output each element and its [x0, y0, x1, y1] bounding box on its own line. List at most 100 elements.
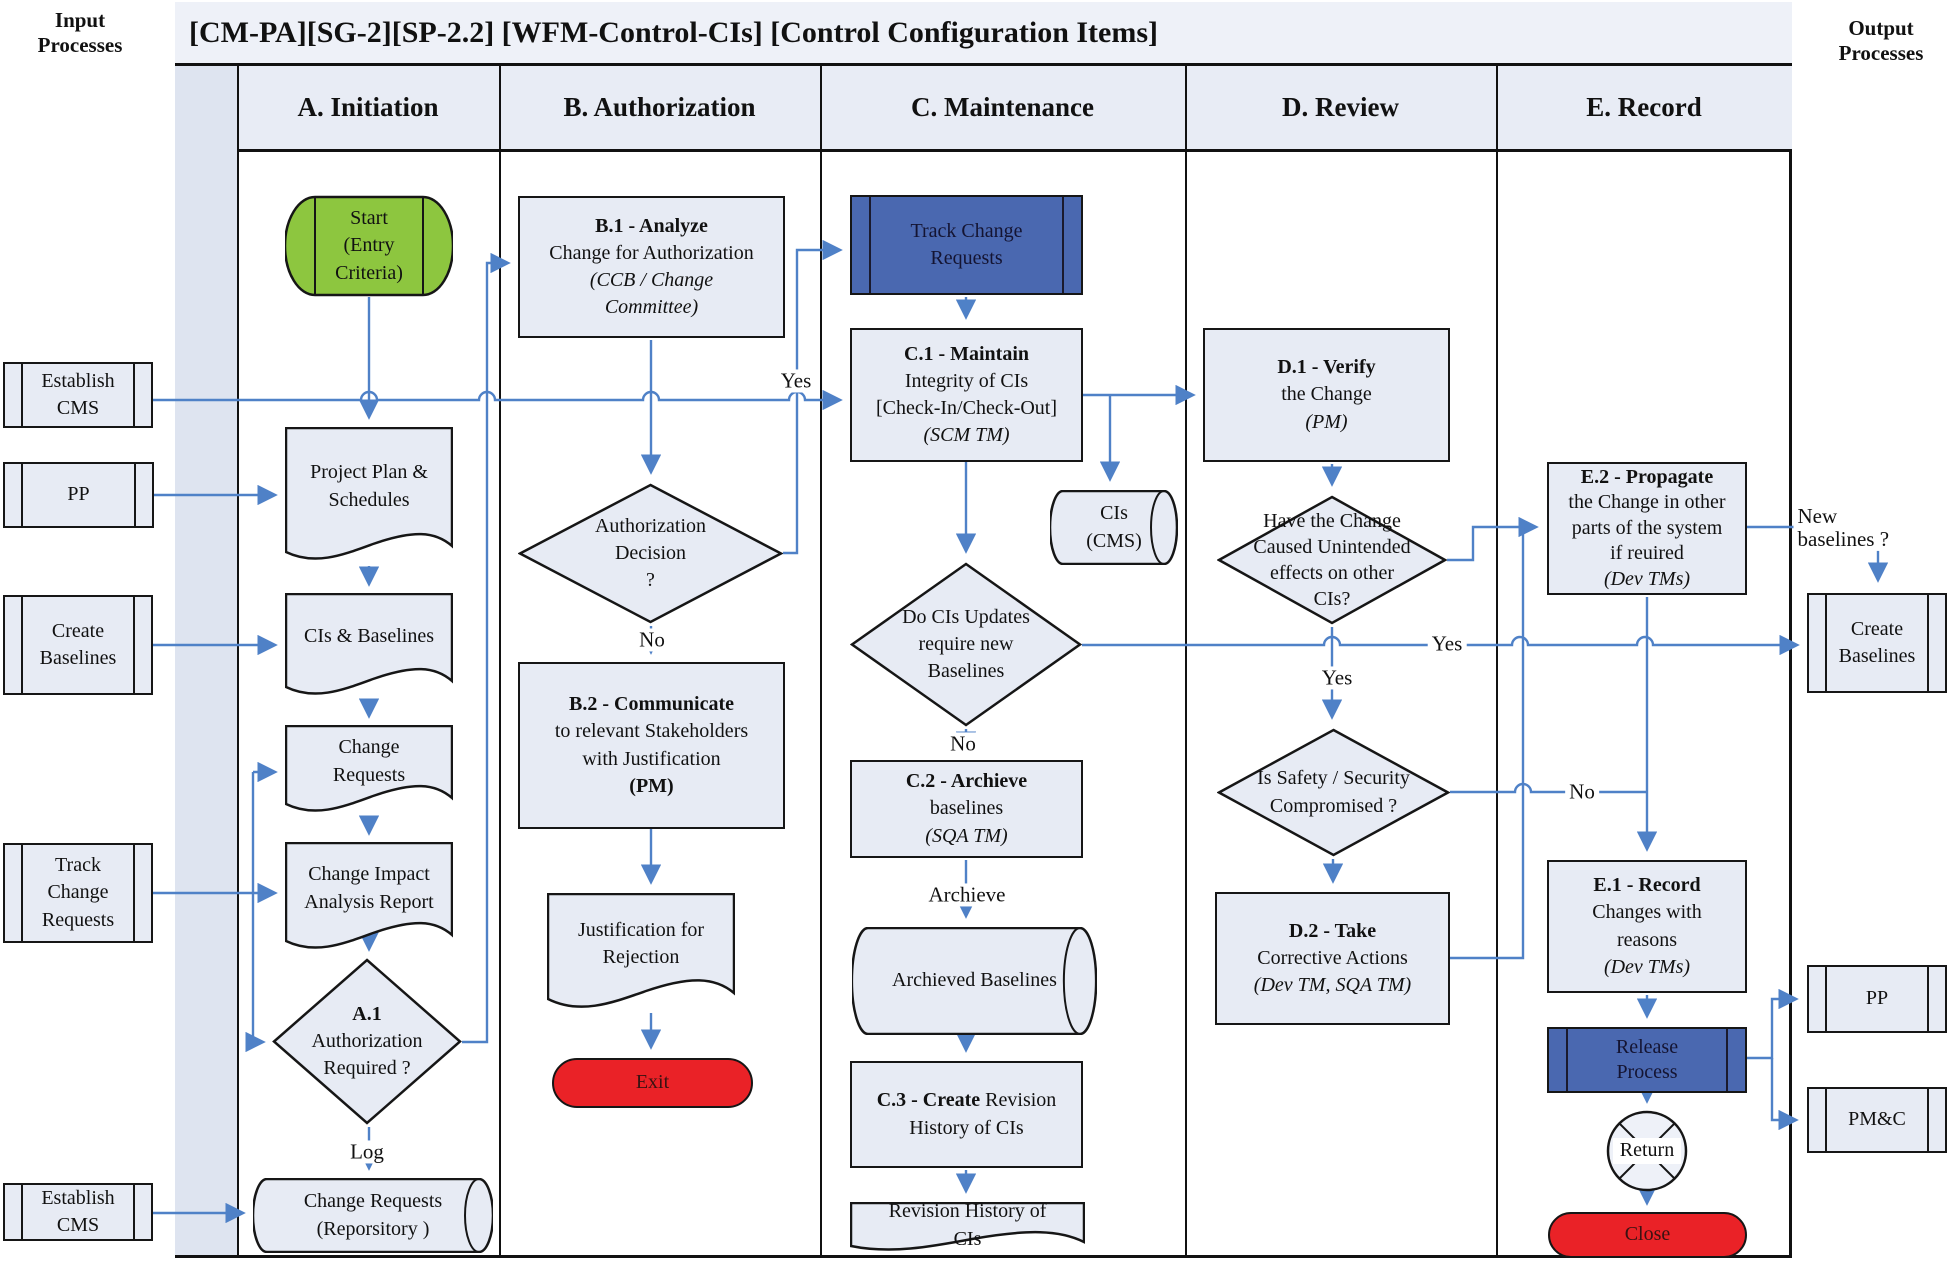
track-change-requests-subprocess: Track Change Requests — [850, 195, 1083, 295]
cis-cms-store: CIs (CMS) — [1050, 490, 1178, 565]
document-text: Change Impact — [308, 863, 430, 886]
document-shape — [285, 427, 453, 560]
start-text-wrap: Start (Entry Criteria) — [285, 195, 453, 297]
input-text: CMS — [56, 1214, 100, 1236]
decision-text-wrap: Is Safety / Security Compromised ? — [1217, 728, 1450, 857]
start-text: (Entry — [343, 234, 395, 257]
output-text: PM&C — [1848, 1108, 1906, 1131]
return-connector: Return — [1606, 1110, 1688, 1192]
document-text: Rejection — [602, 946, 680, 968]
release-process-subprocess: Release Process — [1547, 1027, 1747, 1093]
output-text: Create — [1850, 617, 1904, 640]
store-text: (Reporsitory ) — [316, 1217, 430, 1240]
b1-analyze-process: B.1 - Analyze Change for Authorization (… — [518, 196, 785, 338]
change-requests-document: Change Requests — [285, 725, 453, 814]
left-margin-column — [175, 66, 237, 1255]
e1-record-process: E.1 - Record Changes with reasons (Dev T… — [1547, 860, 1747, 993]
process-text: C.2 - Archieve — [905, 770, 1028, 793]
yes-label-authorization: Yes — [776, 369, 816, 393]
diamond-shape — [272, 958, 462, 1125]
process-text: E.1 - Record — [1593, 874, 1701, 897]
store-text: (CMS) — [1086, 529, 1142, 552]
return-circle-shape — [1606, 1110, 1688, 1192]
diamond-shape — [518, 483, 783, 624]
document-text: CIs & Baselines — [304, 625, 434, 648]
b2-communicate-process: B.2 - Communicate to relevant Stakeholde… — [518, 662, 785, 829]
input-establish-cms-2: Establish CMS — [3, 1183, 153, 1241]
have-change-caused-effects-decision: Have the Change Caused Unintended effect… — [1217, 495, 1447, 625]
process-text: D.1 - Verify — [1277, 356, 1376, 379]
terminator-text: Close — [1624, 1223, 1671, 1246]
process-text: History of CIs — [909, 1116, 1024, 1139]
lane-header-authorization: B. Authorization — [563, 92, 756, 122]
input-text: Change — [47, 881, 109, 904]
document-text: Change — [338, 736, 400, 759]
decision-text: Have the Change — [1263, 510, 1401, 532]
decision-text: effects on other — [1269, 562, 1395, 584]
log-label: Log — [346, 1140, 388, 1164]
document-shape — [285, 725, 453, 812]
process-text: Changes with — [1592, 901, 1702, 924]
output-text: Baselines — [1838, 645, 1916, 667]
c1-maintain-process: C.1 - Maintain Integrity of CIs [Check-I… — [850, 328, 1083, 462]
process-text: (Dev TMs) — [1603, 955, 1691, 978]
input-text: Baselines — [39, 647, 117, 669]
process-text: (SQA TM) — [925, 824, 1008, 847]
yes-label-new-baselines: Yes — [1427, 632, 1467, 656]
diamond-shape — [850, 562, 1082, 727]
lane-divider — [237, 66, 239, 1255]
change-impact-document: Change Impact Analysis Report — [285, 842, 453, 951]
process-text: Integrity of CIs — [904, 369, 1029, 392]
process-text: to relevant Stakeholders — [554, 720, 749, 743]
process-text-bold: C.3 - Create — [876, 1089, 981, 1112]
output-processes-line: Output — [1848, 16, 1914, 40]
input-text: Create — [51, 619, 105, 642]
yes-label-unintended-effects: Yes — [1317, 666, 1357, 690]
terminator-text: Exit — [635, 1071, 670, 1094]
justification-rejection-document: Justification for Rejection — [547, 893, 735, 1011]
output-text: PP — [1865, 987, 1889, 1010]
cylinder-shape — [852, 927, 1097, 1035]
decision-text: Do CIs Updates — [902, 605, 1030, 628]
close-terminator: Close — [1548, 1212, 1747, 1258]
c2-archive-process: C.2 - Archieve baselines (SQA TM) — [850, 760, 1083, 858]
lane-divider — [1496, 66, 1498, 1255]
process-text: (Dev TM, SQA TM) — [1253, 974, 1412, 997]
document-text-wrap: Change Impact Analysis Report — [285, 842, 453, 951]
input-text: PP — [67, 483, 90, 506]
store-text-wrap: Change Requests (Reporsitory ) — [253, 1178, 493, 1253]
document-text: Requests — [332, 763, 406, 786]
diamond-shape — [1217, 495, 1447, 625]
input-create-baselines: Create Baselines — [3, 595, 153, 695]
document-text: Project Plan & — [310, 461, 428, 484]
decision-text: Decision — [614, 541, 687, 564]
decision-text: CIs? — [1313, 588, 1351, 610]
start-shape — [285, 195, 453, 297]
store-text: Archieved Baselines — [892, 969, 1057, 992]
lane-divider — [499, 66, 501, 1255]
process-text: with Justification — [582, 747, 721, 770]
process-text: (PM) — [1305, 410, 1348, 433]
process-text-rest: Revision — [980, 1089, 1057, 1112]
output-pmc: PM&C — [1807, 1087, 1947, 1153]
return-text: Return — [1619, 1139, 1675, 1162]
input-text: Requests — [41, 908, 115, 931]
start-text: Criteria) — [335, 261, 403, 284]
input-establish-cms-1: Establish CMS — [3, 362, 153, 428]
lane-header-review: D. Review — [1282, 92, 1399, 122]
process-text: (SCM TM) — [923, 424, 1010, 447]
process-text: (CCB / Change — [589, 269, 714, 291]
start-terminator: Start (Entry Criteria) — [285, 195, 453, 297]
decision-text: Is Safety / Security — [1257, 767, 1410, 790]
input-pp: PP — [3, 462, 154, 528]
process-text: (PM) — [629, 774, 674, 797]
process-text: parts of the system — [1571, 516, 1723, 539]
lane-header-row — [175, 66, 1792, 152]
d2-take-corrective-actions-process: D.2 - Take Corrective Actions (Dev TM, S… — [1215, 892, 1450, 1025]
store-text: Change Requests — [303, 1190, 443, 1213]
document-text: Schedules — [328, 488, 410, 511]
process-text: B.1 - Analyze — [595, 214, 708, 237]
process-text: baselines — [929, 797, 1004, 820]
archive-label: Archieve — [924, 883, 1010, 907]
